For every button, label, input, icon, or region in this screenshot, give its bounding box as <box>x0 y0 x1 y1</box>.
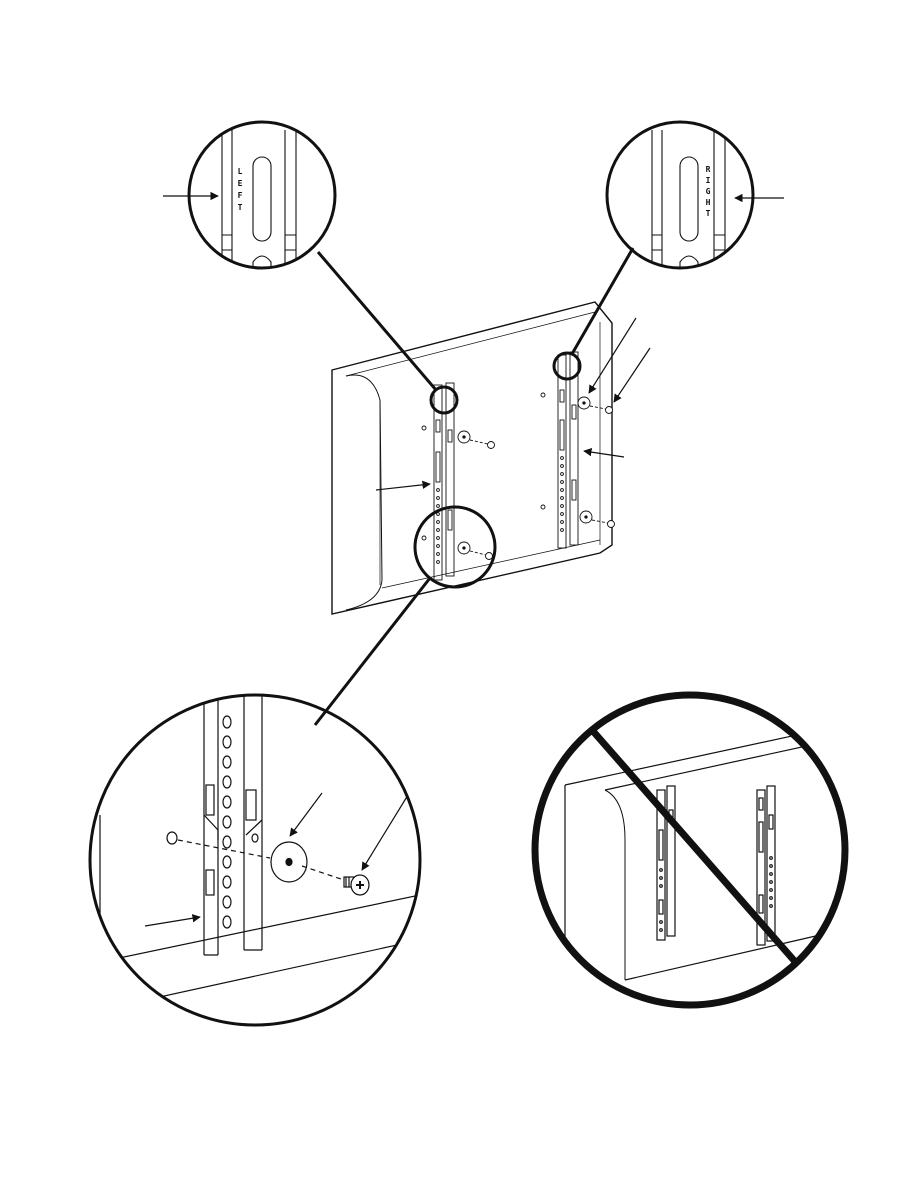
right-label: R I G H T <box>706 165 711 218</box>
incorrect-mounting-zoom <box>535 695 845 1010</box>
left-letter: F <box>238 191 243 200</box>
right-bracket-zoom: R I G H T <box>607 122 784 270</box>
right-letter: R <box>706 165 711 174</box>
screw-icon <box>488 442 495 449</box>
left-letter: E <box>238 179 243 188</box>
screw-icon <box>608 521 615 528</box>
screw-detail-zoom <box>90 690 420 1030</box>
right-letter: H <box>706 198 711 207</box>
right-letter: T <box>706 209 711 218</box>
left-letter: L <box>238 167 243 176</box>
screw-icon <box>606 407 613 414</box>
screw-icon <box>344 875 369 895</box>
left-bracket-zoom: L E F T <box>163 122 335 270</box>
screw-icon <box>486 553 493 560</box>
right-letter: G <box>706 187 711 196</box>
arrow-icon <box>362 795 408 870</box>
arrow-icon <box>614 348 650 402</box>
left-label: L E F T <box>238 167 243 212</box>
arrow-icon <box>290 793 322 836</box>
right-letter: I <box>706 176 711 185</box>
left-letter: T <box>238 203 243 212</box>
arrow-icon <box>145 917 200 926</box>
